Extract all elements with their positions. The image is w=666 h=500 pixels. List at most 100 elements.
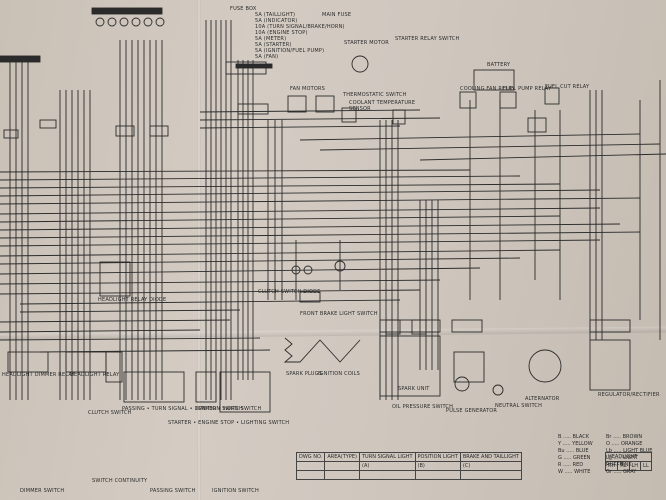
table-cell — [459, 470, 522, 480]
ignition-switch-bottom-label: IGNITION SWITCH — [212, 488, 259, 494]
headlight-relay-diode-label: HEADLIGHT RELAY DIODE — [98, 297, 167, 303]
legend-row: Y ..... YELLOW O ..... ORANGE — [558, 441, 654, 448]
legend-row: Bu ..... BLUE Lb ..... LIGHT BLUE — [558, 448, 654, 455]
fuse-line: 5A (METER) — [255, 36, 287, 42]
table-subheader-cell — [295, 461, 326, 471]
fuel-pump-relay-label: FUEL PUMP RELAY — [503, 86, 552, 92]
component-box — [544, 87, 560, 105]
component-box — [473, 69, 515, 91]
wire — [0, 329, 201, 333]
left-handlebar-switch-label: PASSING • TURN SIGNAL • DIMMER • HORN SW… — [122, 406, 262, 412]
ignition-coil-symbol — [283, 337, 361, 363]
headlight-column-cell: LL — [640, 461, 652, 471]
legend-entry: O ..... ORANGE — [606, 441, 643, 447]
passing-switch-bottom-label: PASSING SWITCH — [150, 488, 196, 494]
component-box — [499, 91, 517, 109]
table-header-cell: TURN SIGNAL LIGHT — [359, 452, 416, 462]
legend-entry: Gr ..... GRAY — [606, 469, 637, 475]
fuse-line: 5A (INDICATOR) — [255, 18, 298, 24]
legend-entry: Bu ..... BLUE — [558, 448, 589, 454]
table-subheader-cell: (B) — [414, 461, 461, 471]
fuse-line: 10A (TURN SIGNAL/BRAKE/HORN) — [255, 24, 345, 30]
component-box — [105, 351, 123, 383]
component-box — [123, 371, 185, 403]
wire — [0, 279, 441, 285]
component-box — [195, 371, 217, 403]
fan-motors-label: FAN MOTORS — [290, 86, 326, 92]
indicator-bulb-symbol — [119, 17, 129, 27]
switch-continuity-label: SWITCH CONTINUITY — [92, 478, 148, 484]
wire — [0, 175, 521, 181]
indicator-bulb-symbol — [95, 17, 105, 27]
relay-coil-symbol — [303, 265, 313, 275]
component-box — [451, 319, 483, 333]
wire — [199, 109, 421, 113]
table-subheader-cell — [324, 461, 360, 471]
wire — [0, 249, 561, 257]
headlight-column-cell: LH — [628, 461, 642, 471]
regulator-rectifier-label: REGULATOR/RECTIFIER — [598, 392, 660, 398]
fuse-line: 5A (IGNITION/FUEL PUMP) — [255, 48, 325, 54]
neutral-switch-label: NEUTRAL SWITCH — [495, 403, 543, 409]
table-header-cell: AREA(TYPE) — [324, 452, 360, 462]
fuel-cut-relay-label: FUEL CUT RELAY — [545, 84, 590, 90]
wire — [0, 319, 231, 323]
spark-unit-label: SPARK UNIT — [398, 386, 430, 392]
legend-entry: G ..... GREEN — [558, 455, 591, 461]
indicator-bulb-symbol — [155, 17, 165, 27]
wire — [0, 169, 471, 173]
component-box — [589, 339, 631, 391]
pulse-generator-label: PULSE GENERATOR — [446, 408, 498, 414]
legend-entry: P ..... PINK — [606, 462, 632, 468]
headlight-relay-label: HEADLIGHT RELAY — [70, 372, 120, 378]
component-box — [7, 351, 49, 373]
fuse-line: 10A (ENGINE STOP) — [255, 30, 308, 36]
wire — [319, 143, 661, 151]
wire — [0, 231, 641, 239]
oil-pressure-switch-label: OIL PRESSURE SWITCH — [392, 404, 454, 410]
cooling-fan-relay-label: COOLING FAN RELAY — [460, 86, 516, 92]
component-box — [379, 319, 441, 333]
component-box — [237, 103, 269, 115]
alternator-symbol — [528, 349, 562, 383]
starter-motor-symbol — [351, 55, 369, 73]
front-brake-switch-label: FRONT BRAKE LIGHT SWITCH — [300, 311, 378, 317]
wire — [199, 117, 441, 121]
connector-bar — [235, 63, 273, 69]
component-box — [99, 261, 131, 297]
neutral-switch-symbol — [492, 384, 504, 396]
table-row — [295, 470, 522, 480]
connector-bar — [91, 7, 163, 15]
starter-motor-label: STARTER MOTOR — [344, 40, 389, 46]
component-box — [411, 319, 427, 335]
dimmer-switch-bottom-label: DIMMER SWITCH — [20, 488, 65, 494]
component-box — [315, 95, 335, 113]
wire — [19, 299, 401, 305]
wire — [19, 309, 241, 313]
wire — [0, 197, 641, 205]
legend-entry: W ..... WHITE — [558, 469, 591, 475]
headlight-column-cell: RL — [617, 461, 630, 471]
alternator-label: ALTERNATOR — [525, 396, 560, 402]
legend-entry: Lb ..... LIGHT BLUE — [606, 448, 653, 454]
headlight-dimmer-relay-label: HEADLIGHT DIMMER RELAY — [2, 372, 75, 378]
legend-entry: Y ..... YELLOW — [558, 441, 593, 447]
table-header-cell: DWG NO. — [295, 452, 326, 462]
fuse-line: 5A (STARTER) — [255, 42, 292, 48]
indicator-bulb-symbol — [143, 17, 153, 27]
component-box — [589, 319, 631, 333]
starter-relay-label: STARTER RELAY SWITCH — [395, 36, 460, 42]
component-box — [459, 91, 477, 109]
table-cell — [359, 470, 416, 480]
ground-terminal-symbol — [334, 260, 346, 272]
wire — [0, 215, 561, 223]
relay-coil-symbol — [291, 265, 301, 275]
thermostatic-switch-label: THERMOSTATIC SWITCH — [343, 92, 407, 98]
wire — [0, 183, 561, 189]
component-box — [385, 319, 401, 335]
ignition-switch-label: IGNITION SWITCH — [196, 406, 243, 412]
